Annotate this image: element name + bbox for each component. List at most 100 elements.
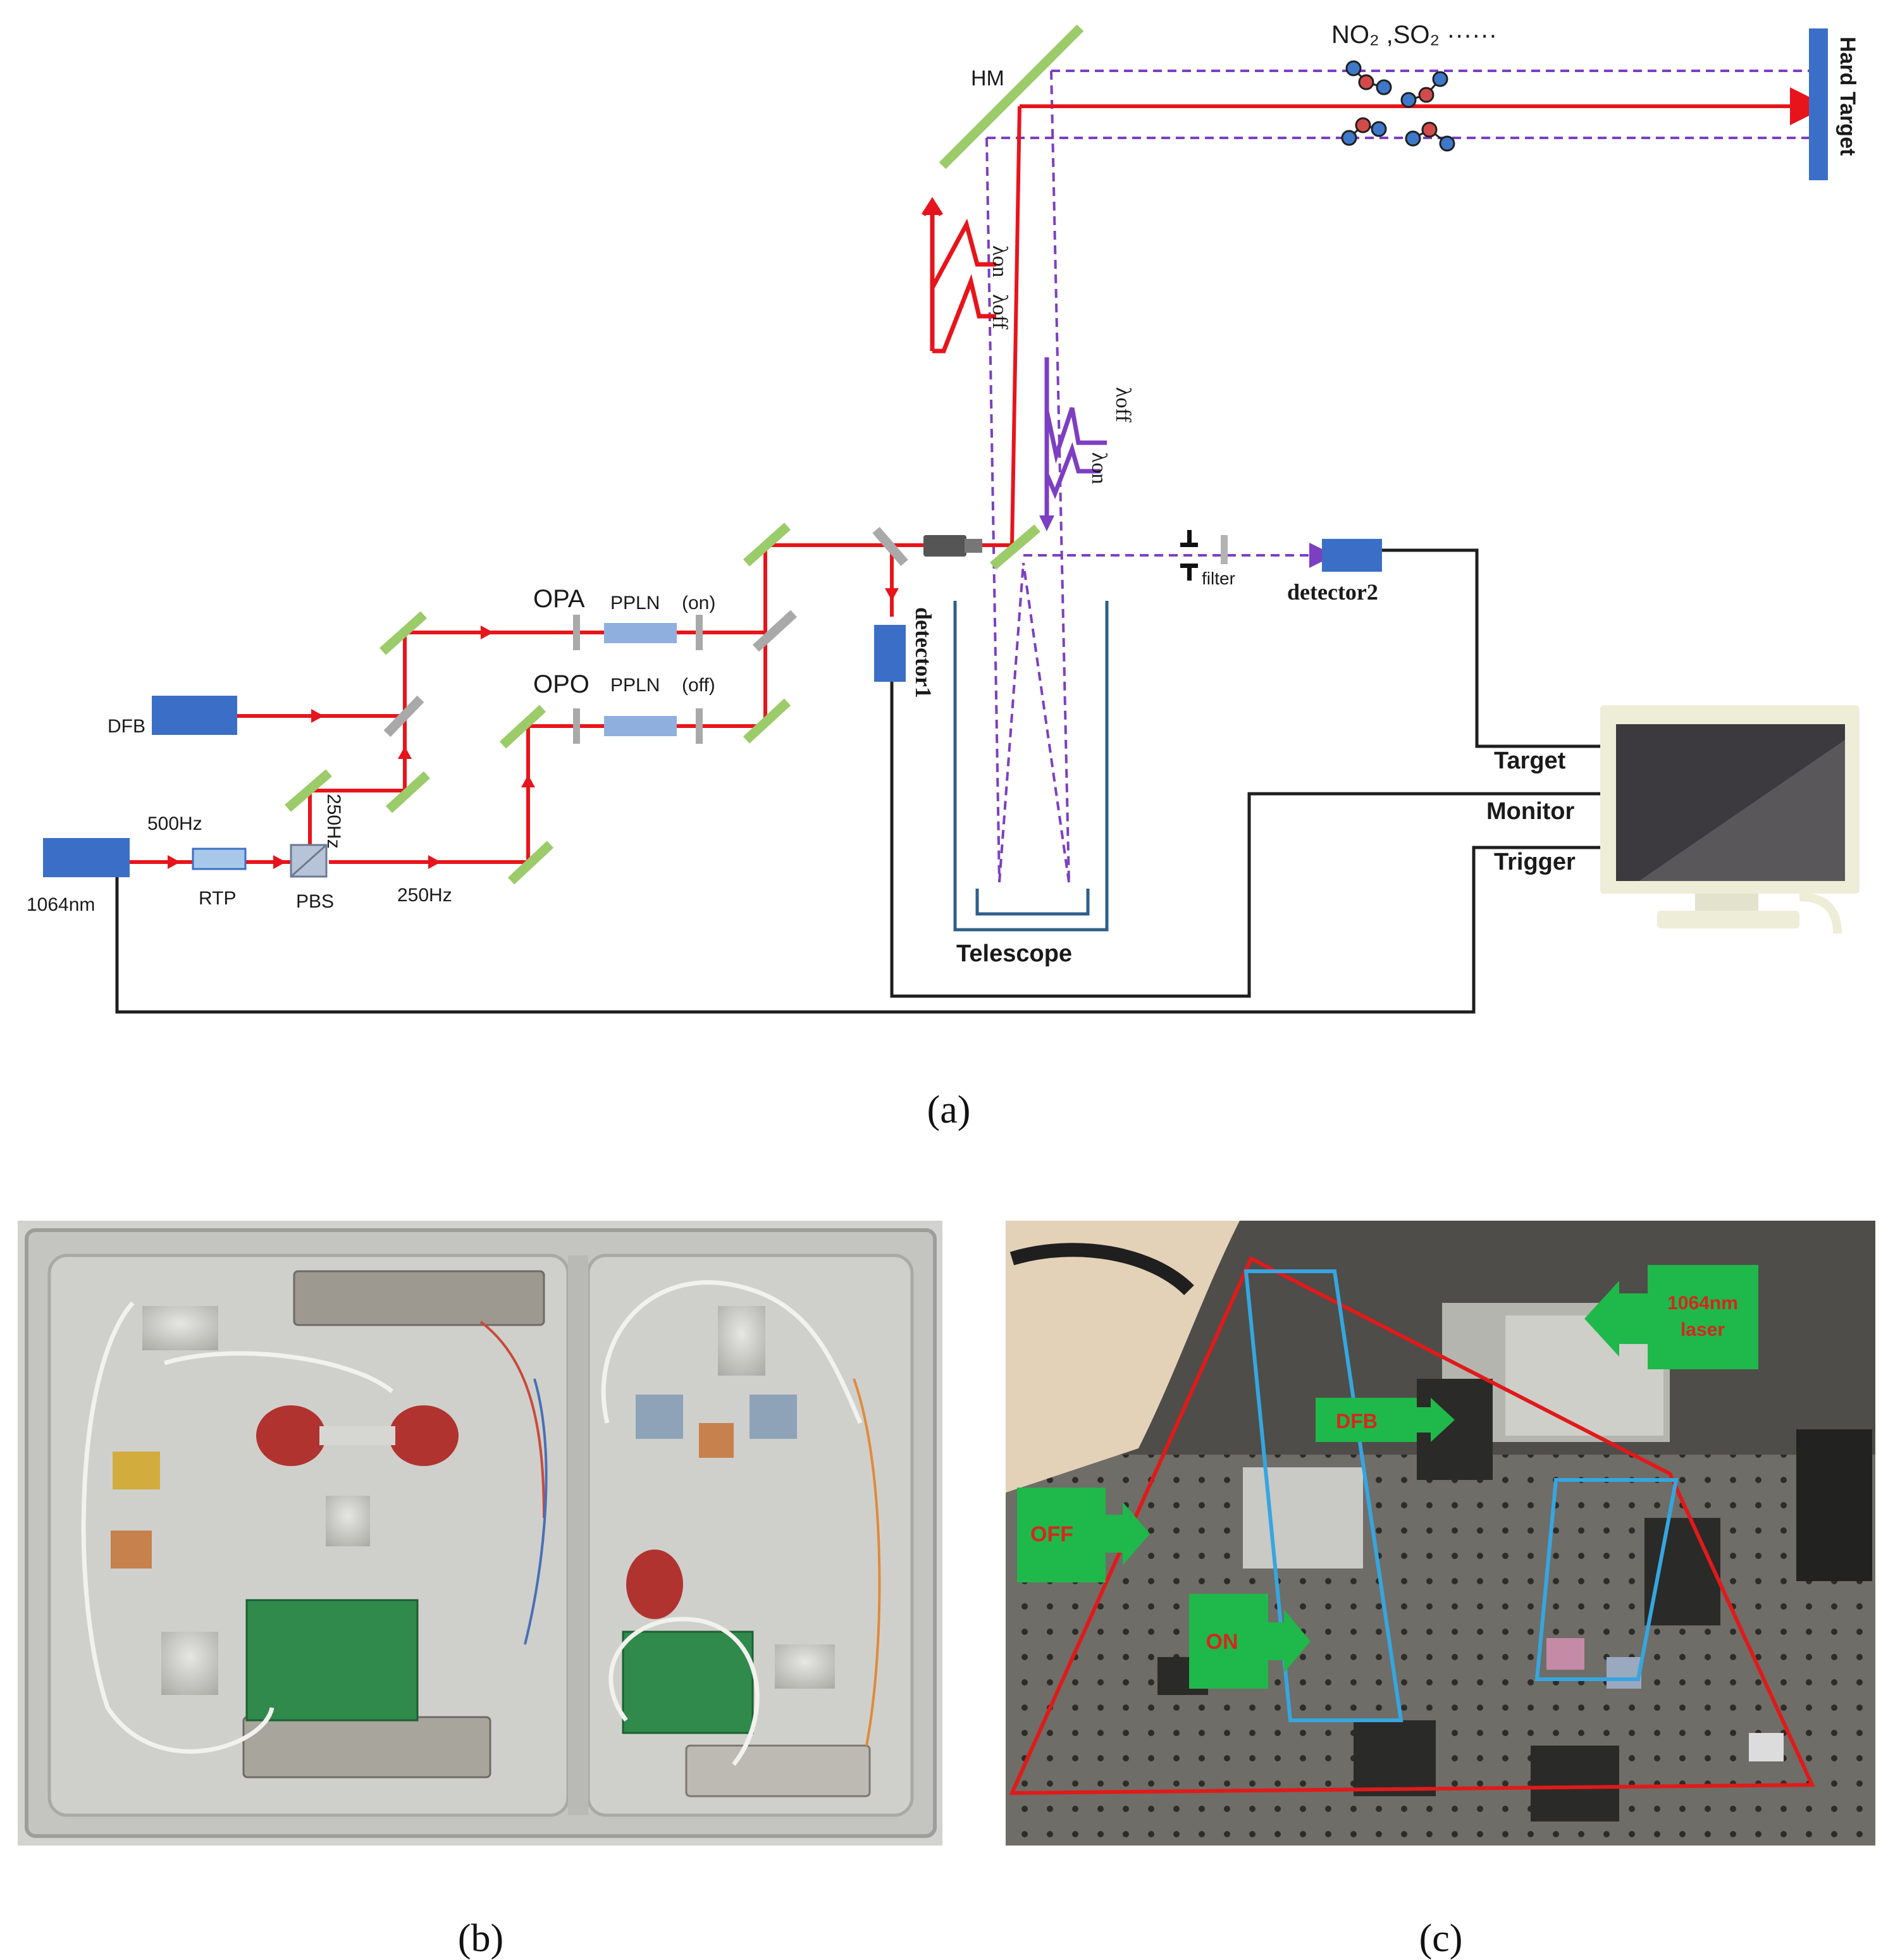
mirror-opo-bottom — [507, 841, 554, 885]
filter-glass-2 — [1607, 1657, 1641, 1689]
callout-arrow-icon — [1584, 1281, 1648, 1357]
outline-blue-left — [1243, 1269, 1404, 1722]
filter-element — [1221, 535, 1228, 564]
mirror-top-left — [743, 522, 791, 567]
bottom-right-module — [685, 1744, 871, 1797]
lambda-off-red-label: λoff — [988, 294, 1011, 330]
freq-500-label: 500Hz — [147, 813, 202, 834]
beam-vertical-transmit — [1010, 106, 1021, 546]
panel-b-caption: (b) — [458, 1917, 503, 1960]
beam-expander-body — [923, 535, 966, 557]
mount-block-1 — [1243, 1467, 1363, 1569]
filter-glass-3 — [1749, 1733, 1784, 1761]
arrow-icon — [481, 626, 493, 639]
monitor-screen — [1616, 724, 1845, 881]
optical-mount-2 — [718, 1306, 765, 1376]
callout-box — [1316, 1398, 1417, 1442]
dfb-label: DFB — [108, 716, 145, 737]
lambda-off-violet-label: λoff — [1111, 387, 1135, 422]
telescope-focus-right — [1022, 562, 1070, 883]
pbs-label: PBS — [296, 891, 334, 912]
arrow-icon — [885, 588, 899, 601]
panel-a-caption: (a) — [927, 1088, 971, 1131]
arrow-icon — [521, 775, 535, 787]
mount-block-4 — [1796, 1429, 1872, 1581]
callout-box — [1189, 1594, 1268, 1689]
opo-output-coupler — [696, 708, 703, 744]
top-laser-module — [293, 1270, 545, 1326]
pulse-waveform-transmit — [922, 197, 996, 354]
red-mount-1 — [256, 1405, 326, 1466]
monitor-label: Monitor — [1486, 798, 1575, 825]
panel-c-photo: 1064nm laser DFB OFF ON (c) — [1006, 1221, 1875, 1960]
mirror-transmit-fold — [990, 524, 1040, 570]
detector2-box — [1322, 539, 1382, 572]
crystal-rail — [319, 1426, 395, 1445]
ppln-on-label: PPLN — [610, 593, 660, 613]
wire-detector1-monitor — [890, 675, 1600, 998]
callout-off-text: OFF — [1030, 1522, 1073, 1546]
outline-blue-right — [1534, 1478, 1679, 1681]
telescope-focus-left — [998, 562, 1025, 883]
filter-glass-1 — [1546, 1638, 1584, 1670]
detector1-box — [874, 625, 906, 682]
opo-label: OPO — [533, 670, 589, 698]
mirror-combiner-top — [379, 611, 427, 655]
freq-250-vertical-label: 250Hz — [323, 794, 344, 849]
iris-upper-blade — [1180, 543, 1198, 547]
return-light — [985, 70, 1809, 883]
molecule-icon — [1400, 71, 1448, 108]
callout-1064nm-line2: laser — [1681, 1319, 1725, 1340]
wire-detector2-target — [1382, 548, 1600, 748]
iris-lower-blade — [1180, 564, 1198, 568]
ppln-off-label: PPLN — [610, 675, 660, 696]
copper-component — [111, 1531, 152, 1569]
optical-mount-3 — [161, 1632, 218, 1695]
beam-splitter-output — [752, 610, 798, 652]
enclosure-divider — [568, 1255, 588, 1815]
hm-label: HM — [971, 66, 1004, 90]
filter-label: filter — [1202, 569, 1235, 588]
opa-input-coupler — [573, 615, 580, 650]
outline-red-trapezoid — [1009, 1255, 1815, 1796]
lambda-on-violet-label: λon — [1087, 452, 1111, 484]
gas-molecules — [1341, 60, 1455, 152]
opa-cavity — [573, 615, 703, 650]
iris-lower-stem — [1187, 567, 1192, 581]
optical-mount-8 — [699, 1423, 734, 1458]
opa-label: OPA — [533, 585, 585, 613]
monitor-cable — [1799, 892, 1842, 934]
pbs-diagonal — [290, 844, 327, 878]
callout-dfb-text: DFB — [1336, 1410, 1378, 1433]
wire-laser-trigger — [115, 846, 1600, 1014]
lambda-on-red-label: λon — [988, 245, 1011, 278]
pcb-left — [245, 1599, 419, 1722]
dfb-laser-box — [152, 696, 237, 735]
callout-on: ON — [1189, 1594, 1311, 1689]
callout-arrow-icon — [1417, 1398, 1455, 1442]
optical-table-surface — [1006, 1455, 1875, 1846]
pulse-waveform-return — [1044, 357, 1107, 525]
mirror-opo-top — [499, 705, 546, 749]
cables — [81, 1280, 863, 1766]
iris-upper-stem — [1187, 530, 1192, 544]
telescope-label: Telescope — [956, 940, 1072, 967]
return-beam-right — [1050, 70, 1070, 883]
mirror-hm — [939, 24, 1084, 169]
callout-arrow-icon — [1106, 1502, 1150, 1565]
callout-1064nm-line1: 1064nm — [1667, 1293, 1738, 1314]
freq-250-label: 250Hz — [397, 885, 452, 906]
optical-mount-7 — [750, 1395, 797, 1439]
rtp-crystal — [192, 847, 247, 870]
callout-1064nm-laser: 1064nm laser — [1584, 1265, 1758, 1369]
monitor-base — [1657, 911, 1799, 928]
molecule-icon — [1405, 121, 1455, 152]
panel-a-labels: HM NO₂ ,SO₂ ······ Hard Target λon λoff … — [27, 21, 1860, 967]
return-beam-left — [985, 137, 1001, 883]
cable-middle — [164, 1351, 394, 1393]
opa-output-coupler — [696, 615, 703, 650]
telescope — [953, 601, 1109, 932]
iris-aperture-icon — [1180, 530, 1198, 581]
callout-box — [1648, 1265, 1758, 1369]
